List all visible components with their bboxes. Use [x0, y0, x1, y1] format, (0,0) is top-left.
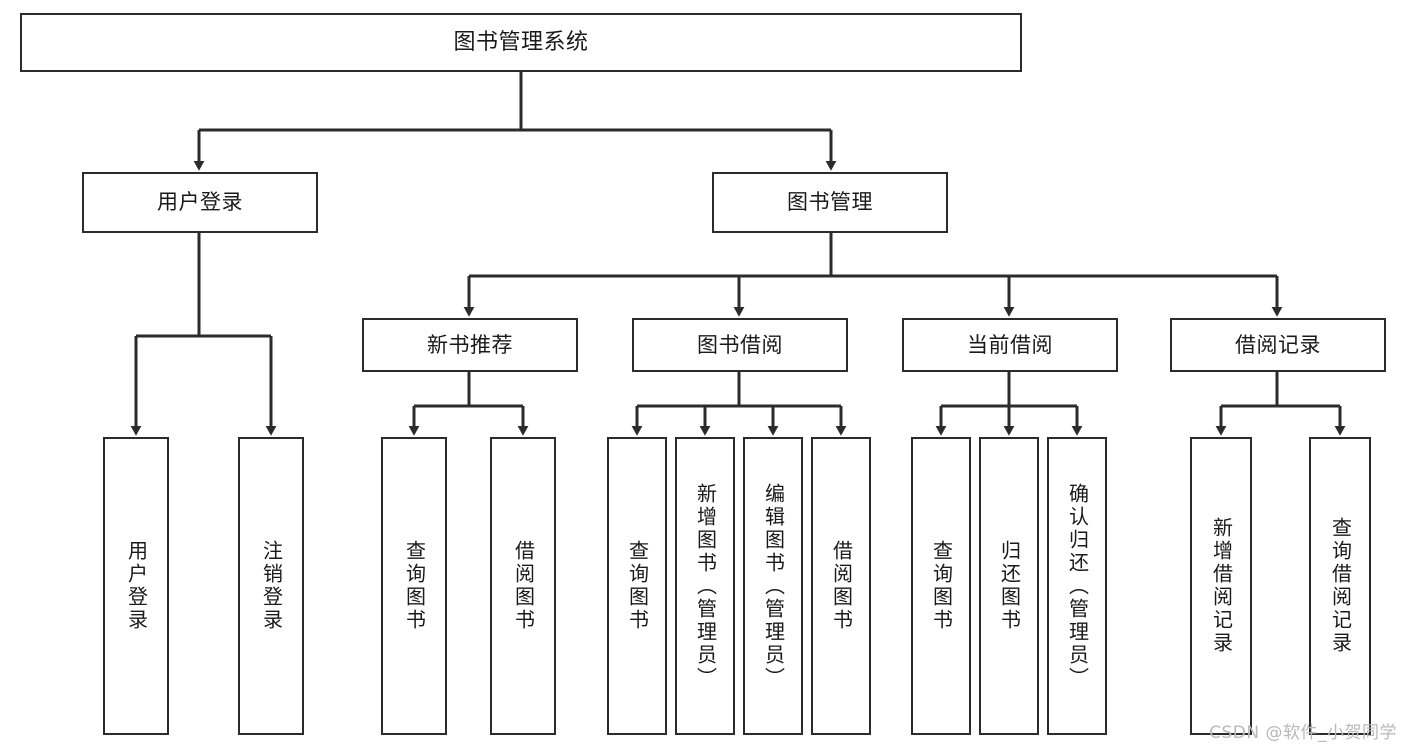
node-book-manage[interactable]: 图书管理: [712, 172, 948, 233]
node-leaf-edit-book[interactable]: 编辑图书（管理员）: [743, 437, 803, 735]
node-book-manage-label: 图书管理: [787, 190, 873, 215]
node-borrow-record-label: 借阅记录: [1235, 332, 1321, 357]
node-book-borrow-label: 图书借阅: [697, 332, 783, 357]
node-current-borrow-label: 当前借阅: [967, 332, 1053, 357]
node-root[interactable]: 图书管理系统: [20, 13, 1022, 72]
node-leaf-edit-book-label: 编辑图书（管理员）: [761, 482, 786, 690]
node-root-label: 图书管理系统: [453, 29, 589, 55]
node-leaf-query-record-label: 查询借阅记录: [1328, 517, 1353, 655]
node-leaf-user-login-label: 用户登录: [124, 540, 149, 632]
node-leaf-logout-label: 注销登录: [259, 540, 284, 632]
node-leaf-borrow-book-1-label: 借阅图书: [511, 540, 536, 632]
csdn-watermark: CSDN @软件_小贺同学: [1209, 723, 1397, 743]
node-leaf-add-record-label: 新增借阅记录: [1209, 517, 1234, 655]
node-leaf-return-book[interactable]: 归还图书: [979, 437, 1039, 735]
node-leaf-confirm-return-label: 确认归还（管理员）: [1065, 482, 1090, 690]
node-leaf-add-record[interactable]: 新增借阅记录: [1190, 437, 1252, 735]
node-leaf-return-book-label: 归还图书: [997, 540, 1022, 632]
node-leaf-borrow-book-2-label: 借阅图书: [829, 540, 854, 632]
node-leaf-confirm-return[interactable]: 确认归还（管理员）: [1047, 437, 1107, 735]
node-leaf-add-book[interactable]: 新增图书（管理员）: [675, 437, 735, 735]
node-leaf-query-book-1-label: 查询图书: [402, 540, 427, 632]
node-book-borrow[interactable]: 图书借阅: [632, 318, 848, 372]
node-leaf-query-book-1[interactable]: 查询图书: [381, 437, 447, 735]
node-current-borrow[interactable]: 当前借阅: [902, 318, 1118, 372]
node-leaf-borrow-book-1[interactable]: 借阅图书: [490, 437, 556, 735]
node-new-book-rec-label: 新书推荐: [427, 332, 513, 357]
node-user-login-label: 用户登录: [157, 190, 243, 215]
node-leaf-query-book-2-label: 查询图书: [625, 540, 650, 632]
node-leaf-query-book-2[interactable]: 查询图书: [607, 437, 667, 735]
node-leaf-query-book-3[interactable]: 查询图书: [911, 437, 971, 735]
node-new-book-rec[interactable]: 新书推荐: [362, 318, 578, 372]
node-user-login[interactable]: 用户登录: [82, 172, 318, 233]
node-leaf-query-record[interactable]: 查询借阅记录: [1309, 437, 1371, 735]
node-borrow-record[interactable]: 借阅记录: [1170, 318, 1386, 372]
node-leaf-add-book-label: 新增图书（管理员）: [693, 482, 718, 690]
node-leaf-user-login[interactable]: 用户登录: [103, 437, 169, 735]
node-leaf-borrow-book-2[interactable]: 借阅图书: [811, 437, 871, 735]
node-leaf-logout[interactable]: 注销登录: [238, 437, 304, 735]
node-leaf-query-book-3-label: 查询图书: [929, 540, 954, 632]
